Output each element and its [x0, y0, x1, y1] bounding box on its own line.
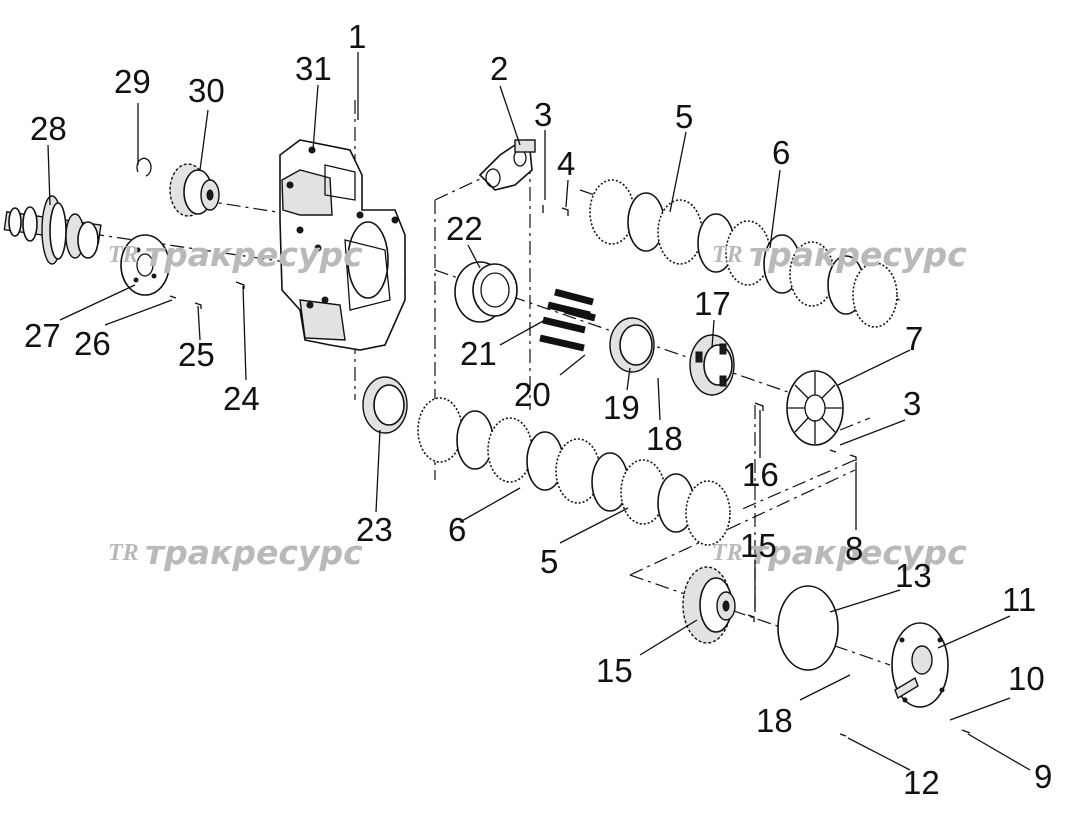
part-29-snap-ring [136, 157, 152, 177]
watermark-1: TR тракресурс [108, 235, 363, 274]
callout-28: 28 [30, 110, 67, 147]
svg-text:тракресурс: тракресурс [145, 533, 363, 572]
callout-13: 13 [895, 557, 932, 594]
callout-24: 24 [223, 380, 260, 417]
part-17-piston [689, 334, 735, 396]
callout-29: 29 [114, 63, 151, 100]
callout-1: 1 [348, 18, 366, 55]
callout-6a: 6 [772, 134, 790, 171]
callout-18a: 18 [646, 420, 683, 457]
part-19-seal [609, 317, 655, 373]
svg-text:TR: TR [712, 242, 743, 268]
callout-19: 19 [603, 389, 640, 426]
callout-10: 10 [1008, 660, 1045, 697]
part-23-seal [362, 376, 408, 434]
svg-text:тракресурс: тракресурс [749, 235, 967, 274]
callout-2: 2 [490, 50, 508, 87]
svg-text:TR: TR [712, 540, 743, 566]
callouts: 1 2 3 3 4 5 5 6 6 7 8 9 10 11 12 13 15 1… [24, 18, 1052, 801]
callout-30: 30 [188, 72, 225, 109]
part-2-bracket [478, 139, 536, 191]
part-13-gasket [777, 585, 839, 671]
callout-3a: 3 [534, 96, 552, 133]
part-7-cover [786, 370, 844, 446]
callout-17: 17 [694, 285, 731, 322]
svg-text:TR: TR [108, 540, 139, 566]
callout-21: 21 [460, 335, 497, 372]
callout-15b: 15 [596, 652, 633, 689]
callout-9: 9 [1034, 758, 1052, 795]
part-31-housing [279, 139, 406, 351]
svg-text:TR: TR [108, 242, 139, 268]
assembly-axes [9, 100, 901, 666]
callout-6b: 6 [448, 511, 466, 548]
callout-15a: 15 [740, 527, 777, 564]
callout-25: 25 [178, 336, 215, 373]
callout-11: 11 [1002, 581, 1036, 618]
callout-3b: 3 [903, 385, 921, 422]
callout-7: 7 [905, 320, 923, 357]
part-22-bearing [454, 261, 518, 323]
callout-12: 12 [903, 764, 940, 801]
callout-20: 20 [514, 376, 551, 413]
part-11-end-cover [891, 622, 949, 708]
upper-clutch-pack [589, 179, 898, 328]
callout-23: 23 [356, 511, 393, 548]
callout-27: 27 [24, 317, 61, 354]
small-pins [169, 205, 971, 737]
svg-text:тракресурс: тракресурс [145, 235, 363, 274]
callout-18b: 18 [756, 702, 793, 739]
part-20-21-springs [539, 288, 596, 352]
watermark-4: TR тракресурс [712, 533, 967, 572]
callout-8: 8 [845, 530, 863, 567]
svg-text:тракресурс: тракресурс [749, 533, 967, 572]
part-15-hub-gear [682, 566, 736, 644]
part-30-gear-assembly [169, 163, 220, 217]
lower-clutch-pack [417, 397, 731, 546]
callout-26: 26 [74, 325, 111, 362]
callout-22: 22 [446, 210, 483, 247]
part-27-plate [120, 234, 170, 296]
callout-31: 31 [295, 50, 332, 87]
watermark-2: TR тракресурс [712, 235, 967, 274]
watermark-3: TR тракресурс [108, 533, 363, 572]
part-28-shaft [3, 195, 102, 265]
callout-5b: 5 [540, 543, 558, 580]
leader-lines [47, 52, 1031, 771]
callout-16: 16 [742, 456, 779, 493]
callout-5a: 5 [675, 98, 693, 135]
callout-4: 4 [557, 145, 575, 182]
